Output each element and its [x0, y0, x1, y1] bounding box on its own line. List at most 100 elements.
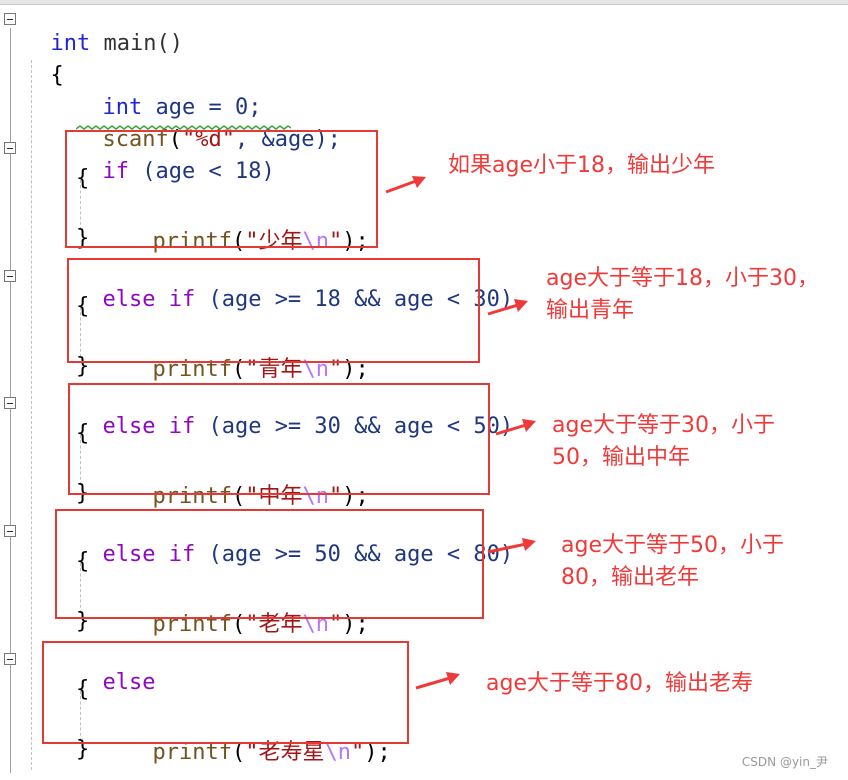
keyword-else-if: else if	[102, 287, 196, 312]
annotation-note-1: 如果age小于18，输出少年	[448, 150, 715, 182]
else-if-condition: (age >= 30 && age < 50)	[195, 414, 514, 439]
annotation-text: age大于等于50，小于	[561, 533, 784, 558]
string-teen: 少年	[258, 229, 303, 254]
brace: {	[76, 294, 90, 319]
fold-toggle-main[interactable]	[4, 13, 16, 25]
paren-semicolon: );	[342, 612, 369, 637]
code-line-printf-longevity: printf("老寿星\n");	[126, 709, 391, 766]
string-longevity: 老寿星	[258, 740, 325, 765]
arrow-icon	[495, 419, 536, 436]
paren-semicolon: );	[342, 229, 369, 254]
escape-newline: \n	[324, 740, 352, 765]
code-line-brace-close: }	[76, 226, 89, 251]
paren: (	[168, 127, 182, 152]
brace: }	[76, 226, 90, 251]
brace: {	[50, 63, 64, 88]
arrow-icon	[385, 176, 426, 194]
paren: (	[231, 740, 246, 765]
printf-function: printf	[152, 484, 232, 509]
code-line-brace-open: {	[76, 166, 89, 191]
paren-semicolon: );	[364, 740, 391, 765]
brace: {	[76, 549, 90, 574]
fold-toggle-else-if-3[interactable]	[4, 525, 16, 537]
fold-toggle-else-if-1[interactable]	[4, 270, 16, 282]
code-line-brace-close: }	[76, 609, 89, 634]
escape-newline: \n	[302, 612, 330, 637]
quote: "	[245, 740, 259, 765]
printf-function: printf	[152, 229, 232, 254]
highlight-box-else-if-1	[67, 258, 480, 363]
annotation-note-3: age大于等于30，小于 50，输出中年	[552, 410, 775, 474]
main-signature: main()	[90, 31, 183, 56]
annotation-note-4: age大于等于50，小于 80，输出老年	[561, 530, 784, 594]
keyword-int: int	[50, 31, 91, 56]
else-if-condition: (age >= 18 && age < 30)	[195, 287, 514, 312]
annotation-note-5: age大于等于80，输出老寿	[486, 668, 753, 700]
code-line-brace-close: }	[76, 354, 89, 379]
fold-toggle-if[interactable]	[4, 142, 16, 154]
age-declaration: age = 0;	[142, 95, 262, 120]
arrow-icon	[487, 299, 528, 316]
quote: "	[245, 357, 259, 382]
code-line-open-brace: {	[24, 38, 64, 88]
keyword-else-if: else if	[102, 414, 196, 439]
quote: "	[329, 357, 343, 382]
highlight-box-else-if-2	[68, 383, 490, 495]
escape-newline: \n	[302, 229, 330, 254]
annotation-text: age大于等于30，小于	[552, 413, 775, 438]
code-line-else: else	[76, 645, 156, 695]
arrow-icon	[487, 538, 536, 554]
highlight-box-else-if-3	[55, 509, 484, 619]
indent-guide	[80, 563, 81, 613]
code-line-brace-open: {	[76, 549, 89, 574]
paren: (	[231, 484, 246, 509]
keyword-if: if	[102, 159, 130, 184]
indent-guide	[31, 60, 32, 770]
code-line-main: int main()	[24, 6, 183, 56]
annotation-text: 如果age小于18，输出少年	[448, 153, 715, 178]
code-line-else-if-2: else if (age >= 30 && age < 50)	[76, 389, 514, 439]
brace: {	[76, 421, 90, 446]
if-condition: (age < 18)	[129, 159, 275, 184]
code-line-brace-open: {	[76, 294, 89, 319]
paren: (	[231, 357, 246, 382]
keyword-else: else	[102, 670, 156, 695]
fold-toggle-else-if-2[interactable]	[4, 397, 16, 409]
indent-guide	[80, 307, 81, 357]
quote: "	[245, 484, 259, 509]
brace: {	[76, 166, 90, 191]
code-line-declaration: int age = 0;	[76, 70, 262, 120]
paren-semicolon: );	[342, 484, 369, 509]
indent-guide	[80, 435, 81, 485]
escape-newline: \n	[302, 484, 330, 509]
string-middle-age: 中年	[258, 484, 303, 509]
editor-top-border	[0, 0, 848, 5]
brace: }	[76, 354, 90, 379]
quote: "	[329, 484, 343, 509]
keyword-else-if: else if	[102, 542, 196, 567]
code-line-brace-open: {	[76, 677, 89, 702]
annotation-text: 50，输出中年	[552, 445, 690, 470]
brace: }	[76, 609, 90, 634]
code-line-printf-middle: printf("中年\n");	[126, 453, 369, 510]
indent-guide	[80, 180, 81, 230]
code-line-if: if (age < 18)	[76, 134, 275, 184]
else-if-condition: (age >= 50 && age < 80)	[195, 542, 514, 567]
code-line-else-if-3: else if (age >= 50 && age < 80)	[76, 517, 514, 567]
annotation-text: age大于等于18，小于30，	[546, 266, 819, 291]
code-line-brace-open: {	[76, 421, 89, 446]
warning-squiggle	[76, 125, 291, 130]
arrow-icon	[415, 672, 460, 690]
annotation-text: 输出青年	[546, 298, 635, 323]
brace: {	[76, 677, 90, 702]
highlight-box-if	[65, 130, 378, 248]
keyword-int: int	[102, 95, 143, 120]
quote: "	[351, 740, 365, 765]
code-line-else-if-1: else if (age >= 18 && age < 30)	[76, 262, 514, 312]
printf-function: printf	[152, 740, 232, 765]
watermark: CSDN @yin_尹	[741, 755, 828, 769]
annotation-text: 80，输出老年	[561, 565, 699, 590]
highlight-box-else	[42, 641, 409, 744]
fold-toggle-else[interactable]	[4, 653, 16, 665]
printf-function: printf	[152, 612, 232, 637]
